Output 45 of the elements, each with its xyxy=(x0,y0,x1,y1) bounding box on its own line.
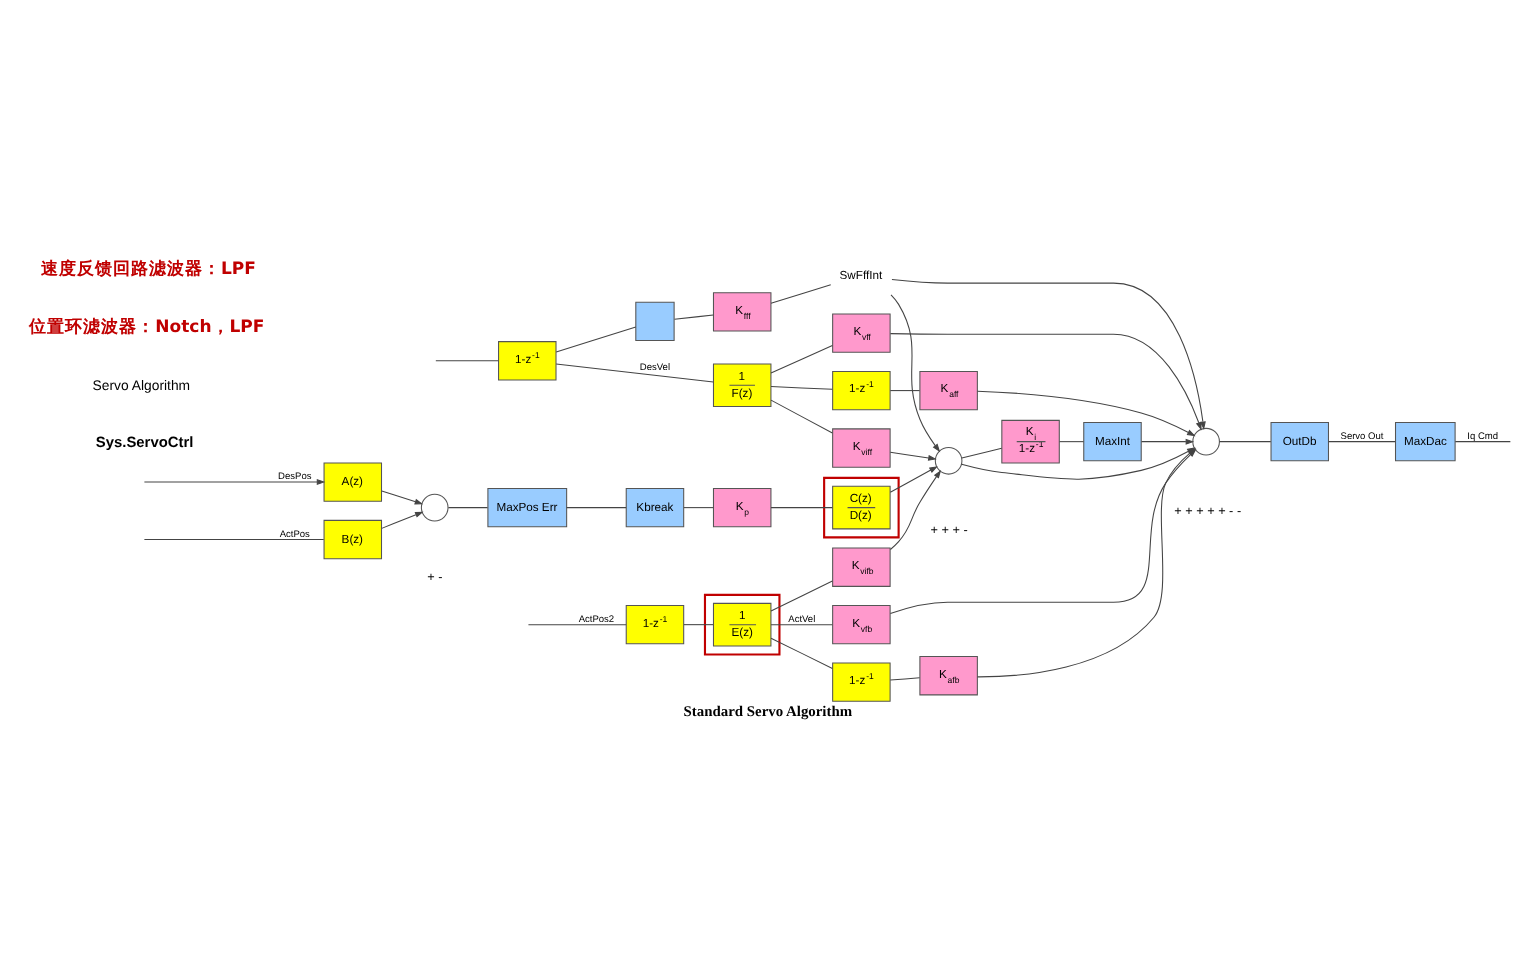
connector xyxy=(555,325,637,352)
connector xyxy=(555,362,714,382)
connector xyxy=(673,313,714,319)
arrow xyxy=(889,465,938,492)
connector xyxy=(1059,440,1085,442)
arrow xyxy=(890,293,941,452)
connector xyxy=(961,446,1003,458)
connector xyxy=(770,506,833,508)
connector xyxy=(770,623,833,625)
arrow xyxy=(381,489,424,504)
connector xyxy=(683,623,714,625)
label: 位置环滤波器：Notch，LPF xyxy=(29,316,265,337)
cluster xyxy=(703,592,781,655)
connector xyxy=(889,389,921,391)
connector xyxy=(770,385,833,389)
connector xyxy=(566,506,627,508)
connector xyxy=(1328,440,1396,442)
connector xyxy=(1219,440,1272,442)
node-circle xyxy=(934,445,963,474)
connector xyxy=(770,636,833,668)
node-circle xyxy=(420,492,449,521)
arrow xyxy=(976,389,1196,436)
connector xyxy=(1454,440,1511,442)
caption: Standard Servo Algorithm xyxy=(683,701,853,720)
arrow xyxy=(889,468,942,549)
cluster xyxy=(823,475,900,538)
arrow xyxy=(1140,437,1195,444)
connector xyxy=(770,398,833,433)
connector xyxy=(889,676,921,680)
connector xyxy=(770,344,833,373)
label: 速度反馈回路滤波器：LPF xyxy=(41,259,256,280)
connector xyxy=(770,579,833,611)
arrow xyxy=(891,278,1206,429)
connector xyxy=(527,623,627,625)
connector xyxy=(683,506,714,508)
connector xyxy=(435,359,499,361)
connector xyxy=(447,506,489,508)
arrow xyxy=(143,478,326,485)
node-box xyxy=(635,300,675,341)
arrow xyxy=(381,510,424,528)
node-circle xyxy=(1192,426,1220,455)
connector xyxy=(143,538,325,540)
arrow xyxy=(889,332,1202,430)
connector xyxy=(770,283,832,303)
arrow xyxy=(889,450,937,460)
